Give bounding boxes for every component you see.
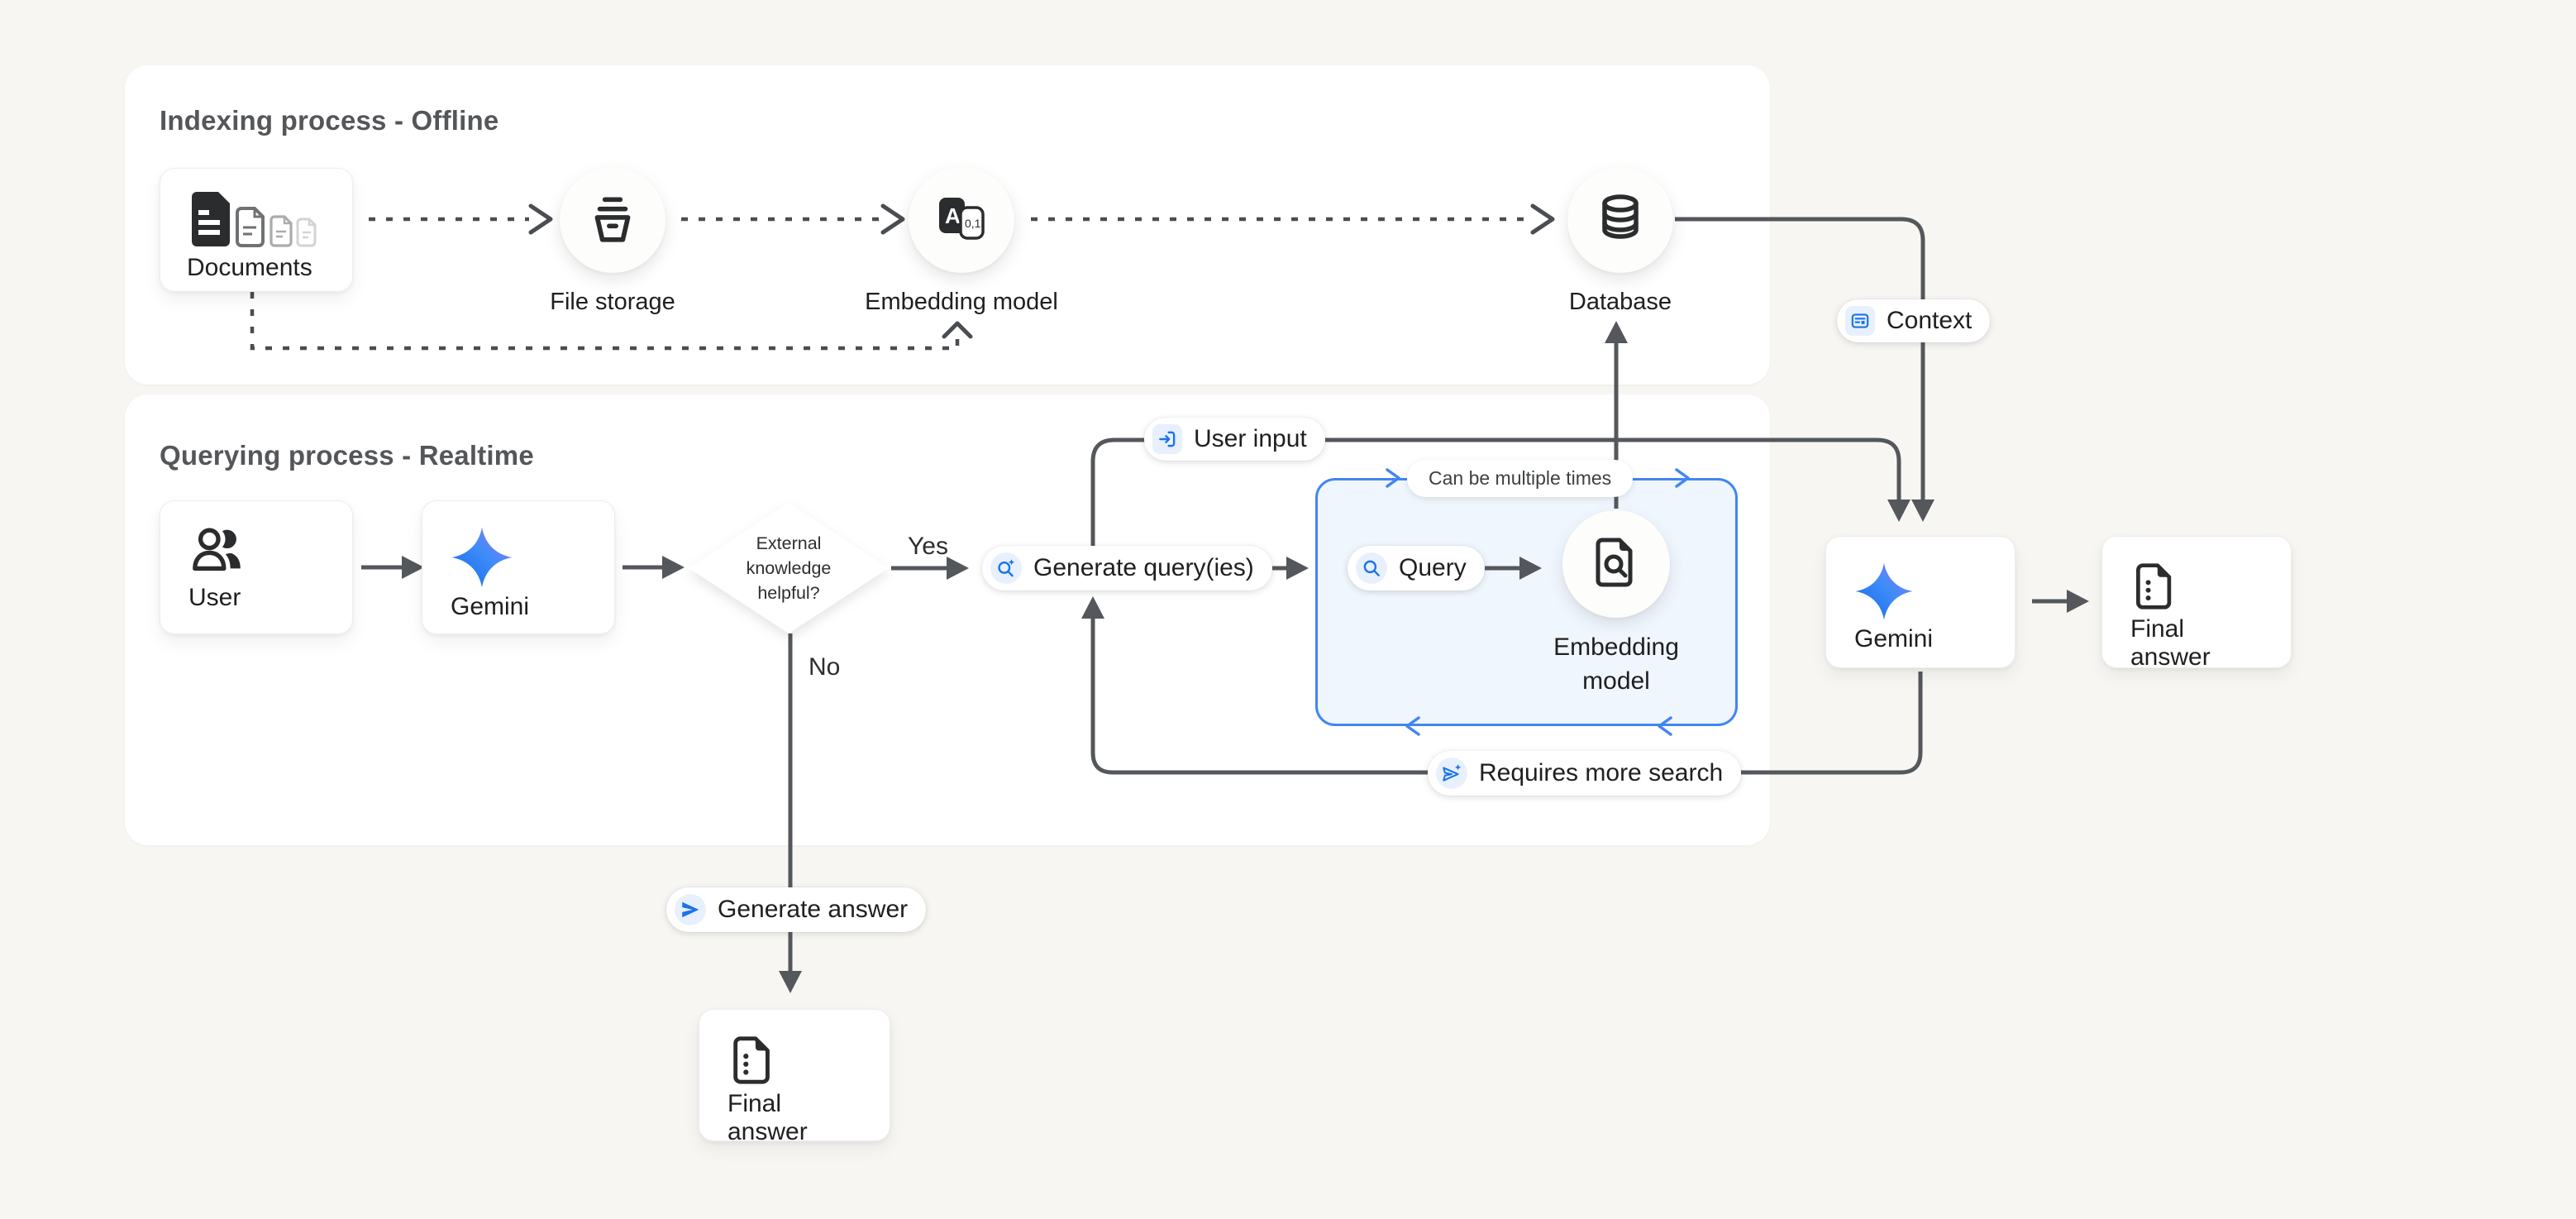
embedding-model-label: Embedding model xyxy=(865,289,1058,315)
final-answer-label: Final answer xyxy=(727,1090,808,1145)
generate-answer-label: Generate answer xyxy=(718,896,909,923)
documents-node: Documents xyxy=(160,168,353,292)
decision-diamond: External knowledge helpful? xyxy=(689,503,889,633)
requires-more-search-label: Requires more search xyxy=(1479,759,1724,786)
login-icon xyxy=(1152,424,1182,454)
embedding-model-node: A 0,1 xyxy=(909,167,1014,273)
document-search-icon xyxy=(1590,536,1643,593)
final-answer-node: Final answer xyxy=(699,1009,890,1145)
storage-bucket-icon xyxy=(585,191,640,250)
final-answer-right-node: Final answer xyxy=(2101,536,2292,671)
user-node: User xyxy=(160,500,353,634)
context-badge: Context xyxy=(1837,299,1991,342)
database-label: Database xyxy=(1568,289,1672,315)
query-label: Query xyxy=(1399,554,1467,581)
documents-stack-icon xyxy=(187,190,326,254)
draft-document-icon xyxy=(2130,562,2263,615)
loop-note-pill: Can be multiple times xyxy=(1407,460,1634,497)
loop-note-label: Can be multiple times xyxy=(1429,467,1612,489)
generate-queries-label: Generate query(ies) xyxy=(1033,554,1254,581)
gemini-label: Gemini xyxy=(451,593,530,620)
send-icon xyxy=(675,894,706,925)
generate-queries-pill: Generate query(ies) xyxy=(982,546,1272,590)
arrowhead xyxy=(1887,500,1911,522)
send-spark-icon xyxy=(1436,758,1467,789)
database-icon xyxy=(1594,192,1647,249)
requires-more-search-badge: Requires more search xyxy=(1428,751,1742,796)
file-storage-label: File storage xyxy=(550,289,675,315)
documents-label: Documents xyxy=(187,254,312,281)
context-badge-label: Context xyxy=(1887,307,1973,334)
embedding-translate-icon: A 0,1 xyxy=(935,192,988,249)
arrowhead xyxy=(779,971,802,993)
search-icon xyxy=(1356,552,1387,584)
indexing-title: Indexing process - Offline xyxy=(160,105,499,136)
embedding-model2-node xyxy=(1562,510,1670,618)
user-label: User xyxy=(188,584,241,611)
search-spark-icon xyxy=(990,552,1022,584)
embedding-model2-label: Embedding model xyxy=(1553,633,1679,695)
arrowhead xyxy=(2067,590,2089,613)
database-node xyxy=(1567,167,1673,273)
user-input-badge: User input xyxy=(1144,418,1325,461)
querying-title: Querying process - Realtime xyxy=(160,440,534,471)
user-input-badge-label: User input xyxy=(1194,425,1307,452)
draft-document-icon xyxy=(727,1035,861,1090)
gemini-star-icon xyxy=(451,526,586,593)
gemini-node: Gemini xyxy=(422,500,615,634)
gemini-right-node: Gemini xyxy=(1825,536,2015,668)
generate-answer-badge: Generate answer xyxy=(666,887,927,932)
gemini-star-icon xyxy=(1854,562,1987,625)
svg-text:A: A xyxy=(945,203,961,228)
decision-text: External knowledge helpful? xyxy=(746,533,832,603)
query-pill: Query xyxy=(1348,546,1485,590)
arrowhead xyxy=(1911,500,1934,522)
context-article-icon xyxy=(1845,306,1875,336)
yes-label: Yes xyxy=(908,533,948,560)
gemini-right-label: Gemini xyxy=(1854,625,1934,653)
file-storage-node xyxy=(560,167,665,273)
final-answer-right-label: Final answer xyxy=(2130,615,2211,671)
user-group-icon xyxy=(188,526,324,578)
svg-text:0,1: 0,1 xyxy=(965,217,981,230)
no-label: No xyxy=(809,653,841,681)
